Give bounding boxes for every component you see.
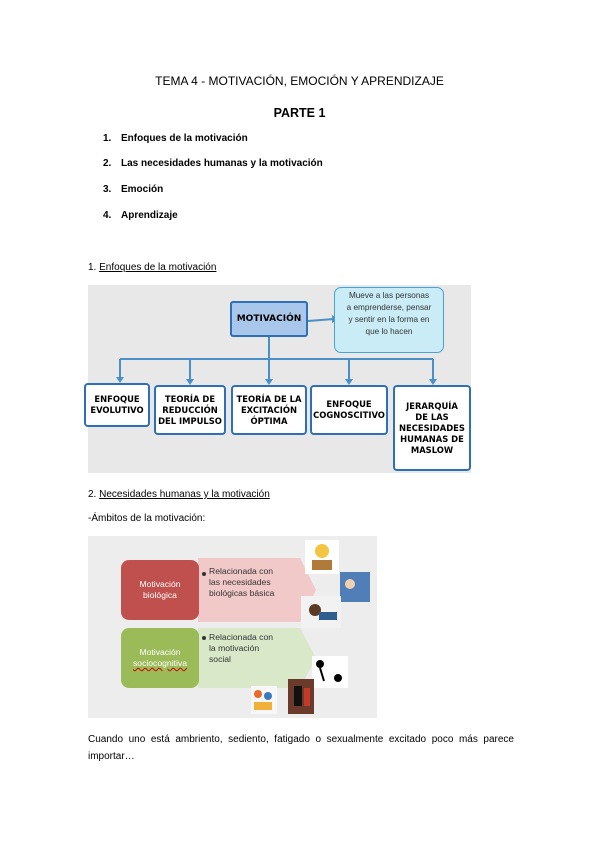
part-heading: PARTE 1 xyxy=(273,106,326,120)
motivation-box: MOTIVACIÓN xyxy=(230,301,308,337)
food-picture-icon xyxy=(305,540,339,574)
subheading: -Ámbitos de la motivación: xyxy=(88,513,206,524)
list-item: 4.Aprendizaje xyxy=(103,210,178,221)
connector-lines xyxy=(116,315,437,385)
sleeping-picture-icon xyxy=(301,596,341,628)
section-heading: 1. Enfoques de la motivación xyxy=(88,262,217,273)
social-picture-icon xyxy=(312,656,348,688)
document-title: TEMA 4 - MOTIVACIÓN, EMOCIÓN Y APRENDIZA… xyxy=(155,74,444,88)
section-heading: 2. Necesidades humanas y la motivación xyxy=(88,489,270,500)
body-paragraph: Cuando uno está ambriento, sediento, fat… xyxy=(88,734,514,762)
list-item: 1.Enfoques de la motivación xyxy=(103,133,248,144)
athletes-picture-icon xyxy=(288,679,314,714)
team-picture-icon xyxy=(251,686,277,714)
list-item: 2.Las necesidades humanas y la motivació… xyxy=(103,158,323,169)
list-item: 3.Emoción xyxy=(103,184,164,195)
drinking-picture-icon xyxy=(340,572,370,602)
diagram-graphics xyxy=(121,540,370,714)
